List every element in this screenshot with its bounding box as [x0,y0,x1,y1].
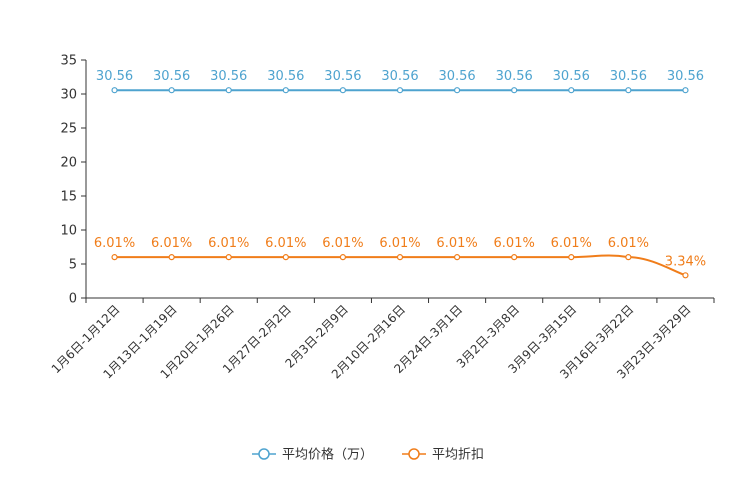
y-tick-label: 35 [60,54,77,69]
data-label: 30.56 [667,69,704,84]
data-point [111,87,118,94]
data-label: 30.56 [496,69,533,84]
data-point [396,254,404,261]
legend-marker-1 [408,448,420,460]
data-point [111,254,118,261]
data-label: 30.56 [324,69,361,84]
y-tick-label: 10 [60,224,77,239]
data-point [168,87,175,94]
data-label: 6.01% [494,236,535,251]
data-label: 6.01% [322,236,363,251]
data-label: 30.56 [553,69,590,84]
data-point [568,87,575,94]
data-point [282,87,289,94]
legend-marker-0 [258,448,270,460]
data-point [625,87,632,94]
data-point [568,254,575,261]
data-label: 30.56 [210,69,247,84]
data-point [511,87,518,94]
data-label: 6.01% [436,236,477,251]
data-label: 30.56 [153,69,190,84]
data-point [168,254,175,261]
data-point [339,254,347,261]
data-point [511,254,518,261]
data-point [453,254,461,261]
y-tick-label: 30 [60,88,77,103]
data-point [625,254,632,261]
data-label: 6.01% [208,236,249,251]
legend-label-0: 平均价格（万） [282,447,373,463]
data-point [225,87,232,94]
data-label: 30.56 [96,69,133,84]
data-label: 30.56 [381,69,418,84]
data-point [282,254,289,261]
data-point [682,272,689,279]
data-point [396,87,404,94]
legend-label-1: 平均折扣 [432,448,484,463]
data-label: 6.01% [94,236,135,251]
y-tick-label: 5 [69,258,77,273]
data-label: 30.56 [610,69,647,84]
y-tick-label: 25 [60,122,77,137]
data-point [682,87,689,94]
data-label: 6.01% [551,236,592,251]
data-label: 6.01% [608,236,649,251]
data-label: 6.01% [379,236,420,251]
data-label: 6.01% [265,236,306,251]
data-label: 6.01% [151,236,192,251]
data-label: 30.56 [438,69,475,84]
y-tick-label: 15 [60,190,77,205]
data-point [225,254,232,261]
data-label: 3.34% [665,254,706,269]
data-label: 30.56 [267,69,304,84]
y-tick-label: 20 [60,156,77,171]
data-point [453,87,461,94]
data-point [339,87,347,94]
y-tick-label: 0 [69,292,77,307]
